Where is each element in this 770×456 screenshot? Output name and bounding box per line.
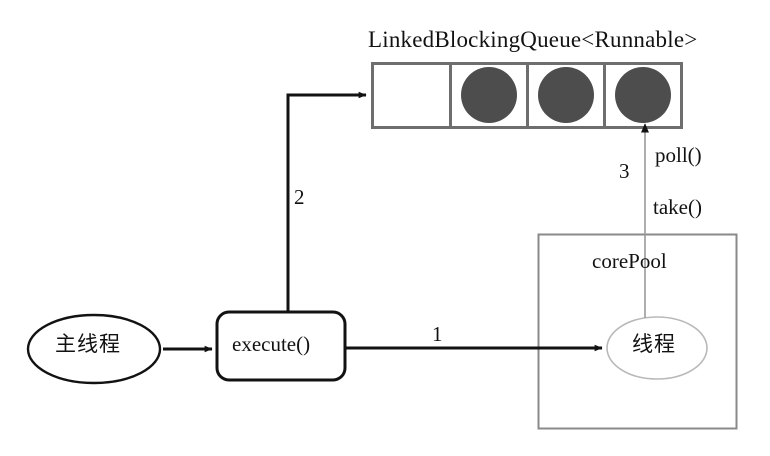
main-thread-ellipse	[26, 313, 162, 385]
queue-task-circle-3	[538, 67, 594, 123]
queue-group	[371, 62, 683, 129]
corepool-group	[537, 233, 738, 430]
execute-label: execute()	[232, 332, 311, 356]
queue-task-circle-2	[461, 67, 517, 123]
worker-thread-label: 线程	[632, 332, 676, 356]
worker-thread-ellipse	[606, 316, 708, 380]
execute-box	[215, 310, 347, 382]
queue-title: LinkedBlockingQueue<Runnable>	[368, 27, 698, 52]
queue-task-circle-4	[615, 67, 671, 123]
take-annotation-label: take()	[653, 195, 702, 219]
corepool-label: corePool	[592, 249, 667, 273]
main-thread-label: 主线程	[55, 332, 121, 356]
edge-3-label: 3	[619, 159, 630, 183]
edge-2-label: 2	[294, 185, 305, 209]
edge-2-execute-to-queue	[286, 91, 367, 311]
edge-1-label: 1	[432, 322, 443, 346]
poll-annotation-label: poll()	[655, 143, 702, 167]
